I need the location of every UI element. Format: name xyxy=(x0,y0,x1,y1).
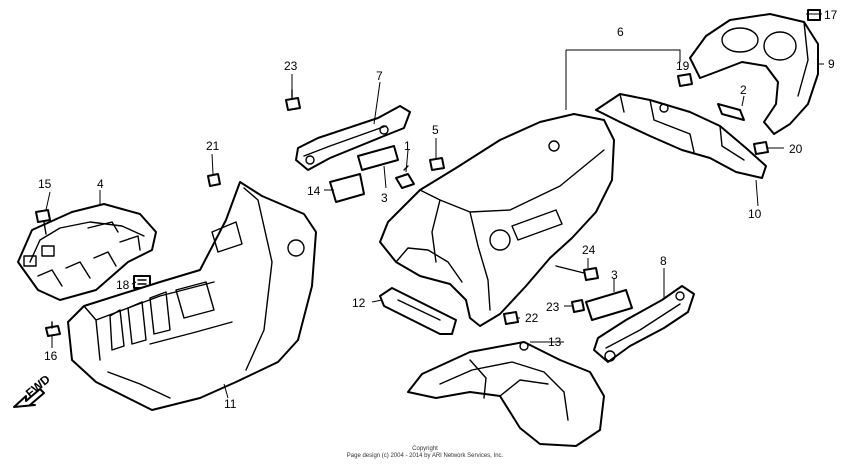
callout-14: 14 xyxy=(307,184,321,198)
callout-18: 18 xyxy=(116,278,130,292)
copyright-text: Page design (c) 2004 - 2014 by ARI Netwo… xyxy=(346,453,504,459)
battery-bracket xyxy=(17,203,157,301)
bolt-16 xyxy=(45,321,61,337)
bracket-12 xyxy=(379,287,457,335)
bolt-23-upper xyxy=(285,89,301,111)
cover-8 xyxy=(593,285,695,363)
copyright-title: Copyright xyxy=(412,446,438,452)
callout-15: 15 xyxy=(38,177,52,191)
callout-11: 11 xyxy=(224,397,237,411)
callouts: 1 2 3 3 4 5 6 7 8 9 10 11 12 13 14 15 16… xyxy=(38,8,838,411)
leader-lines xyxy=(45,13,824,399)
fwd-arrow: FWD xyxy=(13,372,53,408)
bolt-15 xyxy=(35,209,51,235)
callout-17: 17 xyxy=(824,8,838,22)
nut-21 xyxy=(207,173,221,187)
bolt-24 xyxy=(555,265,599,281)
bracket-2 xyxy=(717,103,745,121)
callout-23-upper: 23 xyxy=(284,59,298,73)
callout-1: 1 xyxy=(404,139,411,153)
callout-9: 9 xyxy=(828,57,835,71)
callout-16: 16 xyxy=(44,349,58,363)
callout-3-left: 3 xyxy=(381,191,388,205)
callout-4: 4 xyxy=(97,177,104,191)
callout-5: 5 xyxy=(432,123,439,137)
nut-22 xyxy=(503,311,519,325)
under-tray-13 xyxy=(407,341,605,447)
callout-6: 6 xyxy=(617,25,624,39)
reflector-3-right xyxy=(585,289,633,321)
callout-2: 2 xyxy=(740,83,747,97)
screw-17 xyxy=(807,9,821,21)
nut-19 xyxy=(677,73,693,87)
callout-19: 19 xyxy=(676,59,690,73)
callout-10: 10 xyxy=(748,207,762,221)
nut-5 xyxy=(429,157,445,171)
bracket-1 xyxy=(395,165,415,189)
callout-12: 12 xyxy=(352,296,366,310)
callout-23-lower: 23 xyxy=(546,300,560,314)
callout-22: 22 xyxy=(525,311,539,325)
nut-20 xyxy=(753,141,769,155)
cover-7 xyxy=(295,105,411,171)
callout-3-right: 3 xyxy=(611,268,618,282)
reflector-14 xyxy=(329,173,365,203)
callout-7: 7 xyxy=(376,69,383,83)
callout-21: 21 xyxy=(206,139,220,153)
callout-8: 8 xyxy=(660,254,667,268)
callout-24: 24 xyxy=(582,243,596,257)
callout-13: 13 xyxy=(548,335,562,349)
reflector-3-left xyxy=(357,145,399,171)
rear-fender-6 xyxy=(379,113,615,327)
inner-fender-11 xyxy=(67,181,317,411)
bracket-10 xyxy=(595,93,767,179)
screw-23-lower xyxy=(571,299,585,313)
callout-20: 20 xyxy=(789,142,803,156)
cowl-9 xyxy=(689,13,819,135)
